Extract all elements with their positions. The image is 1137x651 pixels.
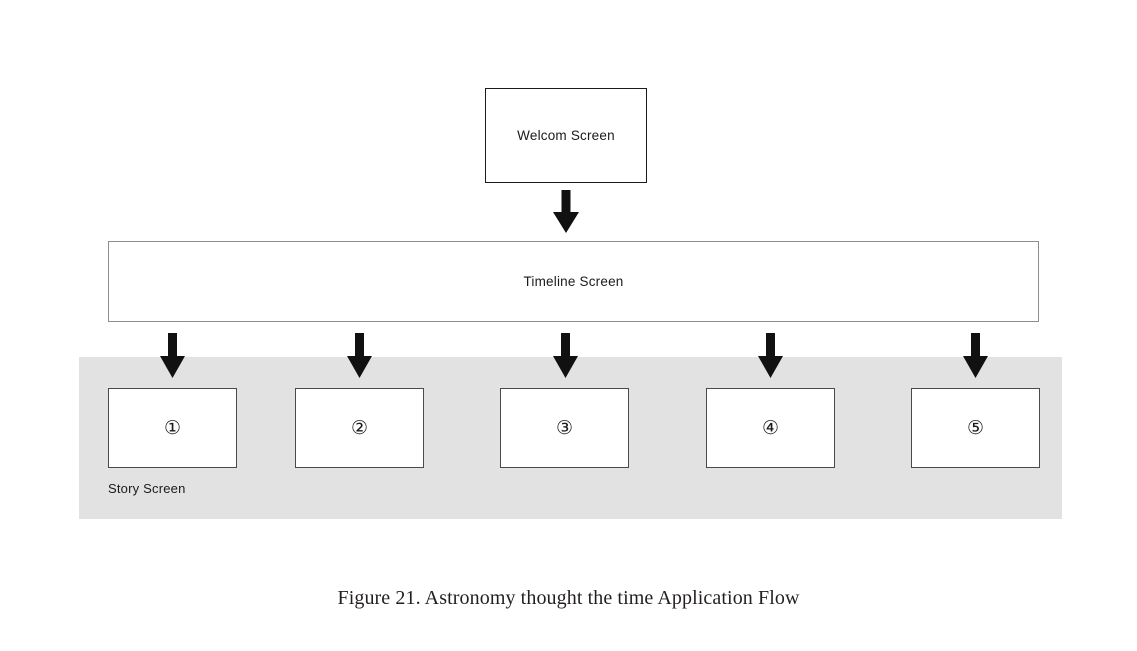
story-screen-number: ④ (761, 417, 780, 439)
timeline-screen-label: Timeline Screen (523, 274, 624, 289)
story-screen-number: ② (350, 417, 369, 439)
arrow-down-icon (757, 333, 784, 379)
flow-node-story-screen-3[interactable]: ③ (500, 388, 629, 468)
arrow-down-icon (159, 333, 186, 379)
flow-node-story-screen-2[interactable]: ② (295, 388, 424, 468)
arrow-down-icon (962, 333, 989, 379)
flow-node-story-screen-5[interactable]: ⑤ (911, 388, 1040, 468)
arrow-down-icon (552, 333, 579, 379)
flow-node-story-screen-4[interactable]: ④ (706, 388, 835, 468)
flow-node-timeline-screen[interactable]: Timeline Screen (108, 241, 1039, 322)
story-screen-group-label: Story Screen (108, 481, 186, 496)
welcome-screen-label: Welcom Screen (517, 128, 615, 143)
story-screen-number: ⑤ (966, 417, 985, 439)
arrow-down-icon (346, 333, 373, 379)
story-screen-number: ① (163, 417, 182, 439)
flow-node-story-screen-1[interactable]: ① (108, 388, 237, 468)
flow-node-welcome-screen[interactable]: Welcom Screen (485, 88, 647, 183)
figure-caption: Figure 21. Astronomy thought the time Ap… (337, 587, 800, 609)
arrow-down-icon (552, 190, 580, 234)
story-screen-number: ③ (555, 417, 574, 439)
